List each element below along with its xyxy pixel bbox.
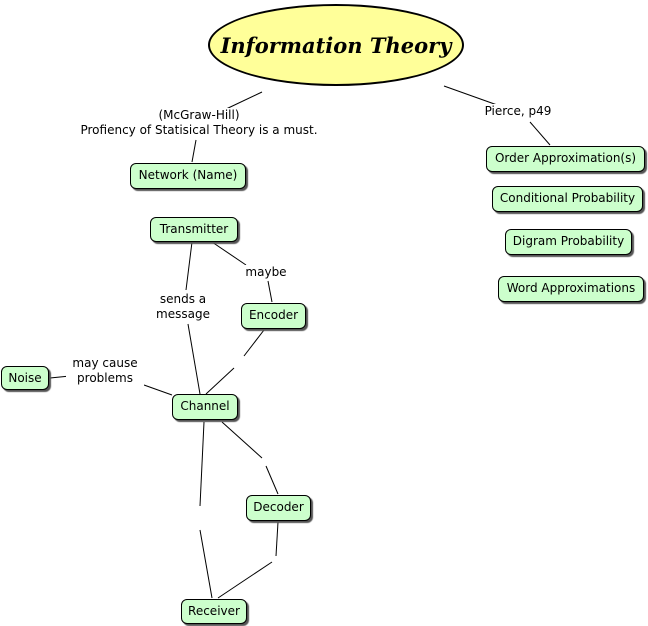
connector-maycause-channel	[143, 384, 173, 396]
node-word-approximations[interactable]: Word Approximations	[498, 276, 644, 302]
connector-channel-receiver-2	[199, 529, 213, 599]
node-noise[interactable]: Noise	[1, 366, 49, 390]
label-maycause-line2: problems	[77, 371, 133, 385]
connector-title-pierce	[443, 85, 501, 107]
title-text: Information Theory	[220, 32, 452, 58]
connector-transmitter-sends	[185, 241, 193, 291]
connector-title-mcgraw	[223, 91, 263, 111]
node-digram-probability[interactable]: Digram Probability	[505, 229, 632, 255]
label-maybe-text: maybe	[245, 265, 287, 279]
connector-pierce-order	[529, 121, 551, 146]
label-sends-line1: sends a	[159, 292, 207, 306]
label-may-cause-problems: may cause problems	[66, 356, 144, 386]
connector-channel-decoder	[221, 421, 263, 459]
node-channel[interactable]: Channel	[172, 394, 238, 420]
connector-transmitter-maybe	[211, 241, 247, 266]
label-mcgraw-hill: (McGraw-Hill) Profiency of Statisical Th…	[74, 108, 324, 138]
title-node[interactable]: Information Theory	[208, 4, 464, 86]
connector-decoder-receiver	[275, 521, 279, 557]
node-order-approximations[interactable]: Order Approximation(s)	[486, 146, 645, 172]
node-network-name[interactable]: Network (Name)	[130, 163, 246, 189]
connector-channel-receiver	[199, 421, 205, 507]
connector-mcgraw-network	[191, 139, 197, 163]
connector-decoder-receiver-2	[217, 561, 273, 599]
connector-channel-decoder-2	[265, 465, 279, 495]
label-maycause-line1: may cause	[72, 356, 138, 370]
node-conditional-probability[interactable]: Conditional Probability	[492, 186, 643, 212]
label-sends-line2: message	[156, 307, 210, 321]
connector-encoder-channel	[243, 329, 265, 357]
label-pierce-text: Pierce, p49	[484, 104, 552, 118]
connector-maybe-encoder	[267, 280, 273, 303]
label-mcgraw-line1: (McGraw-Hill)	[158, 108, 240, 122]
node-encoder[interactable]: Encoder	[241, 303, 306, 329]
label-mcgraw-line2: Profiency of Statisical Theory is a must…	[80, 123, 318, 137]
label-sends-message: sends a message	[150, 292, 216, 322]
node-decoder[interactable]: Decoder	[246, 495, 311, 521]
node-receiver[interactable]: Receiver	[181, 599, 247, 624]
node-transmitter[interactable]: Transmitter	[150, 217, 238, 242]
label-maybe: maybe	[240, 265, 292, 280]
connector-encoder-channel-2	[205, 367, 235, 395]
label-pierce: Pierce, p49	[480, 104, 556, 119]
connector-sends-channel	[187, 323, 201, 395]
